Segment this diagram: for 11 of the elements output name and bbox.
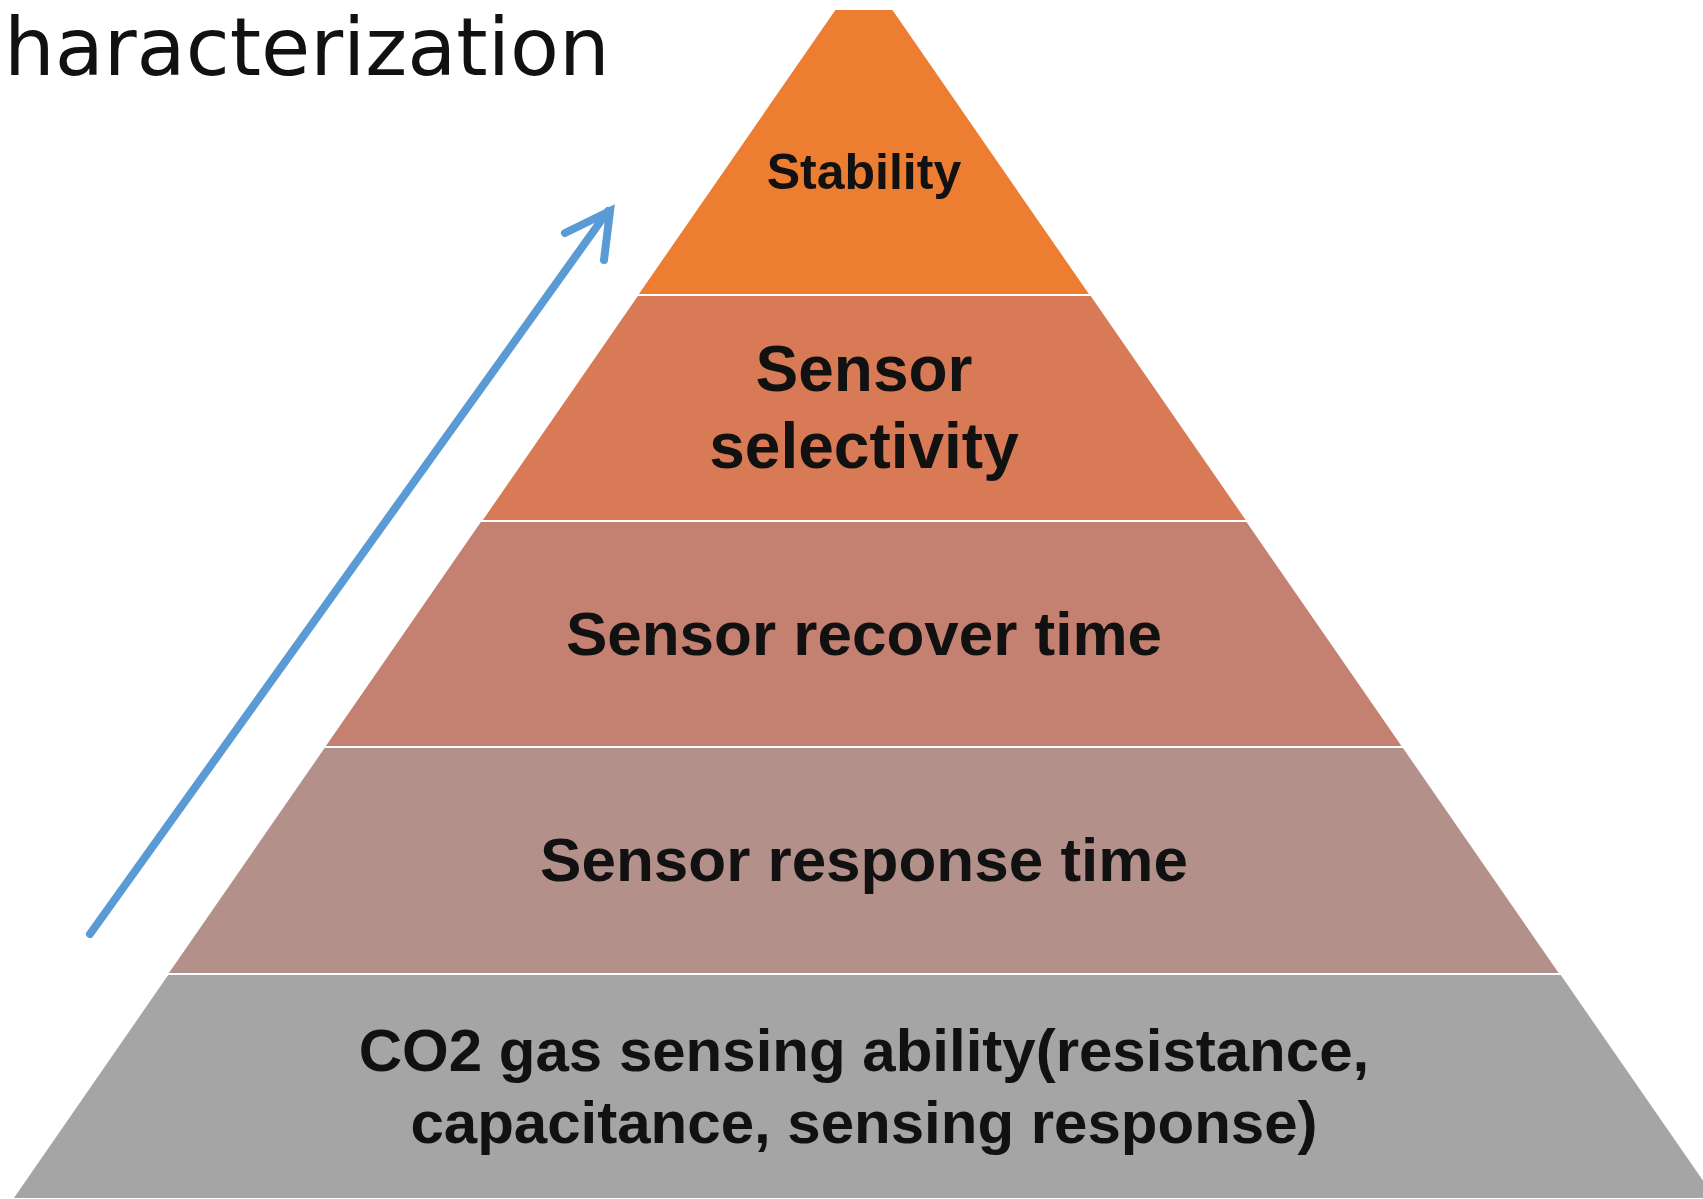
pyramid-tier [11, 974, 1703, 1199]
tier-label: Sensor selectivity [708, 332, 1020, 484]
tier-label: Sensor recover time [565, 597, 1163, 670]
tier-label: Stability [766, 143, 962, 202]
pyramid-tier [167, 747, 1561, 974]
tier-label: Sensor response time [540, 824, 1188, 897]
pyramid-tier [480, 295, 1248, 521]
pyramid-tier [637, 9, 1091, 295]
tier-label: CO2 gas sensing ability(resistance, capacitance, sensing response) [357, 1015, 1371, 1158]
title: haracterization [4, 2, 610, 94]
pyramid-tier [324, 521, 1404, 747]
